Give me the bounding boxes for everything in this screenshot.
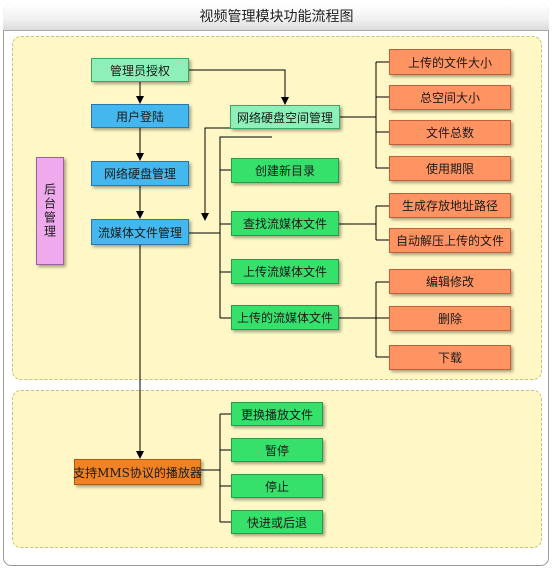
diagram-title: 视频管理模块功能流程图 [199, 9, 354, 25]
node-pause: 暂停 [231, 438, 323, 462]
node-total-space: 总空间大小 [389, 85, 511, 110]
node-user-login: 用户登陆 [91, 104, 189, 128]
node-disk-management: 网络硬盘管理 [91, 161, 189, 186]
node-delete: 删除 [389, 306, 511, 331]
node-stop: 停止 [231, 474, 323, 498]
node-uploaded-media: 上传的流媒体文件 [231, 305, 339, 330]
node-change-file: 更换播放文件 [231, 402, 323, 426]
node-media-file-management: 流媒体文件管理 [91, 219, 189, 245]
node-find-media: 查找流媒体文件 [231, 211, 339, 236]
node-mms-player: 支持MMS协议的播放器 [73, 459, 202, 485]
node-usage-period: 使用期限 [389, 156, 511, 181]
title-bar [3, 4, 549, 31]
node-file-count: 文件总数 [389, 120, 511, 145]
sidebar-backend-label: 后台管理 [36, 157, 64, 265]
node-upload-media: 上传流媒体文件 [231, 259, 339, 284]
node-auto-unzip: 自动解压上传的文件 [389, 228, 511, 253]
node-generate-path: 生成存放地址路径 [389, 193, 511, 218]
node-create-directory: 创建新目录 [231, 158, 339, 183]
node-upload-file-size: 上传的文件大小 [389, 49, 511, 75]
node-admin-auth: 管理员授权 [91, 58, 189, 82]
node-disk-space-management: 网络硬盘空间管理 [230, 105, 340, 129]
node-download: 下载 [389, 345, 511, 370]
node-seek: 快进或后退 [231, 510, 323, 534]
node-edit: 编辑修改 [389, 269, 511, 294]
